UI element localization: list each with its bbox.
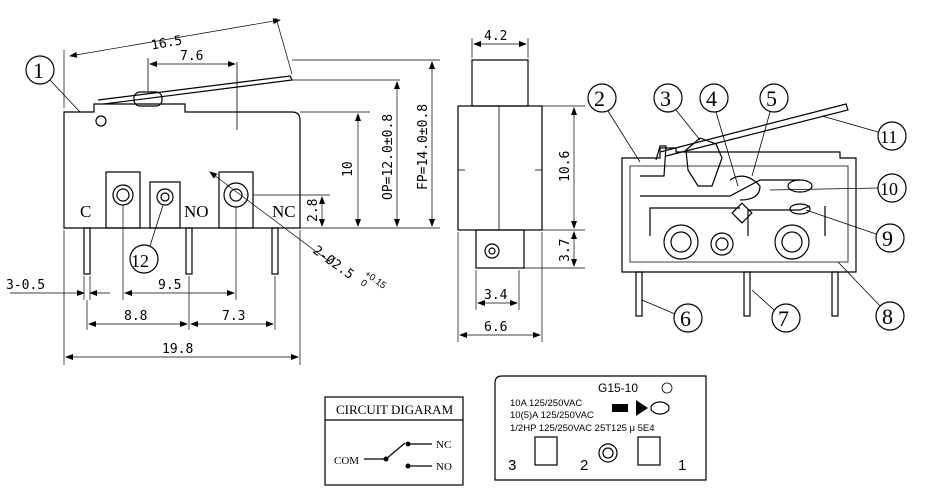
pin1-pad	[637, 436, 661, 466]
section-housing	[621, 147, 857, 273]
dim-terminal-thickness: 3-0.5	[6, 278, 45, 293]
circuit-diagram: CIRCUIT DIGARAM COM NC NO	[324, 396, 464, 486]
dim-front-top-width: 4.2	[484, 29, 507, 44]
svg-text:3: 3	[660, 86, 671, 111]
pin2-label: 2	[580, 457, 588, 474]
rating-line-3: 1/2HP 125/250VAC 25T125 μ 5E4	[510, 423, 655, 434]
pin3-pad	[534, 436, 558, 466]
svg-text:7: 7	[778, 306, 789, 331]
front-actuator	[471, 59, 529, 107]
pin3-label: 3	[508, 457, 516, 474]
callout-2: 2	[587, 83, 641, 163]
pin-right	[271, 227, 279, 275]
callout-7: 7	[751, 289, 801, 333]
model-number: G15-10	[598, 381, 638, 395]
ul-mark-icon	[661, 382, 673, 394]
label-plate: G15-10 10A 125/250VAC 10(5)A 125/250VAC …	[494, 375, 707, 481]
dim-pitch-right: 7.3	[222, 309, 245, 324]
mount-hole-small	[95, 115, 107, 127]
callout-9: 9	[805, 209, 905, 253]
rating-line-2: 10(5)A 125/250VAC	[510, 410, 594, 421]
svg-text:2: 2	[594, 86, 605, 111]
terminal-label-no: NO	[184, 202, 209, 221]
section-lever	[659, 103, 849, 157]
callout-4: 4	[699, 83, 739, 187]
svg-text:8: 8	[882, 304, 893, 329]
dim-pitch-left: 8.8	[124, 309, 147, 324]
terminal-label-c: C	[80, 202, 91, 221]
dim-free-position: FP=14.0±0.8	[416, 104, 431, 190]
section-pin-6	[635, 271, 643, 317]
circuit-nc-label: NC	[436, 439, 451, 451]
plunger	[685, 137, 723, 187]
front-body	[457, 105, 543, 231]
front-terminal	[475, 229, 525, 269]
dim-front-terminal: 3.7	[558, 239, 573, 262]
svg-text:6: 6	[680, 306, 691, 331]
section-pin-8	[831, 271, 839, 317]
pin-left	[83, 227, 91, 275]
pin-middle	[185, 227, 193, 275]
svg-text:10: 10	[880, 179, 898, 199]
callout-11: 11	[821, 115, 907, 151]
terminal-label-nc: NC	[272, 202, 296, 221]
dim-front-height: 10.6	[558, 151, 573, 182]
svg-text:4: 4	[706, 86, 717, 111]
circuit-com-label: COM	[334, 455, 359, 467]
switch-body	[63, 103, 301, 229]
dim-front-width: 6.6	[484, 320, 507, 335]
pin2-pad	[598, 443, 618, 463]
dim-front-inner-width: 3.4	[484, 288, 508, 303]
svg-text:5: 5	[766, 86, 777, 111]
pin1-label: 1	[678, 457, 686, 474]
callout-1	[25, 55, 55, 85]
side-view: C NO NC 1 12 16.5 7.6 10 OP=12.0±0.8 FP=…	[6, 17, 440, 365]
dim-terminal-height: 2.8	[306, 199, 321, 222]
certification-marks-icon	[612, 400, 670, 416]
dim-pitch-c-nc: 9.5	[158, 278, 181, 293]
section-pin-7	[743, 271, 751, 317]
callout-8: 8	[837, 261, 905, 331]
dim-actuator-offset: 7.6	[180, 49, 203, 64]
callout-6: 6	[641, 299, 703, 333]
callout-12	[129, 244, 159, 274]
terminal-no-body	[149, 181, 181, 229]
circuit-no-label: NO	[436, 461, 452, 473]
callout-1-label: 1	[33, 58, 44, 83]
lever-arm	[97, 75, 293, 105]
callout-3: 3	[653, 83, 701, 141]
dim-body-height: 10	[341, 161, 356, 177]
section-view: 2 3 4 5 11 10 9 8	[587, 83, 907, 333]
callout-5: 5	[751, 83, 789, 177]
dim-hole-diameter: 2-Ø2.5	[310, 243, 357, 283]
dim-operating-position: OP=12.0±0.8	[381, 114, 396, 200]
callout-10: 10	[769, 173, 907, 203]
front-view: 4.2 10.6 3.7 3.4 6.6	[457, 29, 585, 342]
callout-12-label: 12	[131, 251, 149, 271]
svg-text:11: 11	[880, 127, 897, 147]
rating-line-1: 10A 125/250VAC	[510, 398, 582, 409]
circuit-title: CIRCUIT DIGARAM	[336, 402, 454, 417]
dim-hole-tol-lower: 0	[358, 278, 369, 290]
svg-text:9: 9	[882, 226, 893, 251]
dim-body-length: 19.8	[162, 342, 193, 357]
dim-lever-length: 16.5	[150, 33, 183, 53]
